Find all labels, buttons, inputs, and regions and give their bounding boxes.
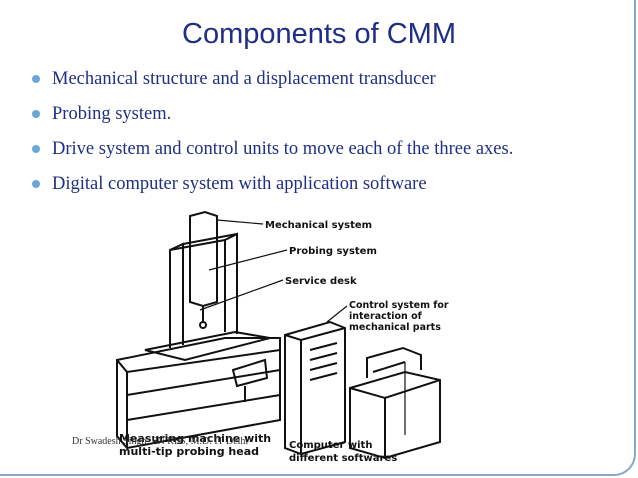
label-measuring-machine: Measuring machine with bbox=[119, 432, 271, 445]
label-control-system: interaction of bbox=[349, 311, 423, 322]
bullet-icon bbox=[32, 75, 40, 83]
slide-footer: Dr Swadesh Singh, EN RES, M.D. IT Delhi bbox=[72, 436, 249, 447]
control-cabinet bbox=[284, 320, 346, 456]
bullet-list: Mechanical structure and a displacement … bbox=[32, 66, 513, 206]
probe-ram bbox=[189, 210, 218, 308]
label-computer: different softwares bbox=[289, 453, 397, 464]
bullet-text: Digital computer system with application… bbox=[52, 174, 427, 194]
label-measuring-machine: multi-tip probing head bbox=[119, 445, 259, 458]
label-computer: Computer with bbox=[289, 440, 372, 451]
bullet-icon bbox=[32, 145, 40, 153]
machine-base bbox=[116, 337, 281, 450]
cmm-diagram: Mechanical system Probing system Service… bbox=[116, 210, 449, 464]
bullet-item: Probing system. bbox=[32, 101, 513, 136]
bullet-icon bbox=[32, 110, 40, 118]
machine-table bbox=[144, 330, 271, 362]
bullet-item: Mechanical structure and a displacement … bbox=[32, 66, 513, 101]
bullet-text: Probing system. bbox=[52, 104, 172, 124]
label-control-system: Control system for bbox=[349, 300, 449, 311]
bullet-item: Digital computer system with application… bbox=[32, 171, 513, 206]
service-desk bbox=[231, 358, 269, 388]
label-probing-system: Probing system bbox=[289, 246, 377, 257]
machine-bridge bbox=[169, 242, 184, 348]
computer-monitor bbox=[366, 346, 422, 378]
bullet-item: Drive system and control units to move e… bbox=[32, 136, 513, 171]
slide-title: Components of CMM bbox=[182, 18, 456, 50]
label-control-system: mechanical parts bbox=[349, 322, 441, 333]
label-service-desk: Service desk bbox=[285, 276, 357, 287]
label-mechanical-system: Mechanical system bbox=[265, 220, 372, 231]
bullet-icon bbox=[32, 180, 40, 188]
bullet-text: Mechanical structure and a displacement … bbox=[52, 69, 436, 89]
bullet-text: Drive system and control units to move e… bbox=[52, 139, 514, 159]
